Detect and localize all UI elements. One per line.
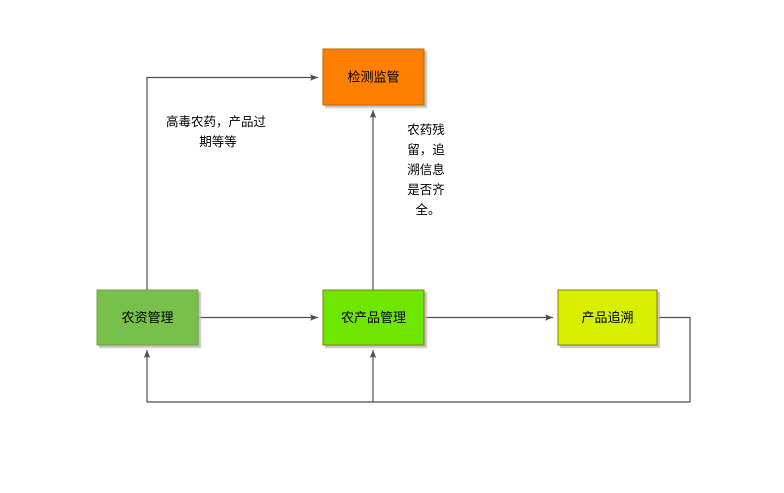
- node-inspection[interactable]: 检测监管: [322, 48, 425, 106]
- svg-text:高毒农药，产品过 期等等: 高毒农药，产品过 期等等: [166, 114, 270, 149]
- edge-label-residue-note: 农药残 留，追 溯信息 是否齐 全。: [407, 122, 449, 217]
- node-inspection-label: 检测监管: [347, 71, 399, 86]
- node-traceability[interactable]: 产品追溯: [557, 289, 658, 346]
- node-agri-products-box[interactable]: [322, 289, 425, 346]
- edge-label-pesticide-note: 高毒农药，产品过 期等等: [166, 114, 270, 149]
- connector-traceability-feedback: [143, 316, 691, 403]
- pesticide-note-line-2: 期等等: [199, 134, 237, 149]
- node-agri-inputs[interactable]: 农资管理: [96, 289, 199, 346]
- node-traceability-label: 产品追溯: [581, 310, 633, 326]
- pesticide-note-line-1: 高毒农药，产品过: [166, 114, 267, 129]
- node-agri-inputs-label: 农资管理: [121, 311, 173, 326]
- residue-note-line-2: 留，追: [407, 142, 445, 157]
- connector-inputs-to-inspection: [146, 74, 318, 290]
- node-agri-inputs-box[interactable]: [96, 289, 199, 346]
- residue-note-line-4: 是否齐: [407, 182, 445, 197]
- node-agri-products[interactable]: 农产品管理: [322, 289, 425, 346]
- node-inspection-box[interactable]: [322, 48, 425, 106]
- node-agri-products-label: 农产品管理: [341, 311, 406, 326]
- residue-note-line-3: 溯信息: [407, 162, 445, 177]
- residue-note-line-1: 农药残: [407, 122, 445, 137]
- node-traceability-box[interactable]: [557, 289, 658, 346]
- residue-note-line-5: 全。: [415, 202, 440, 217]
- svg-text:农药残 留，追 溯信息: 农药残 留，追 溯信息 是否齐 全。: [407, 122, 449, 217]
